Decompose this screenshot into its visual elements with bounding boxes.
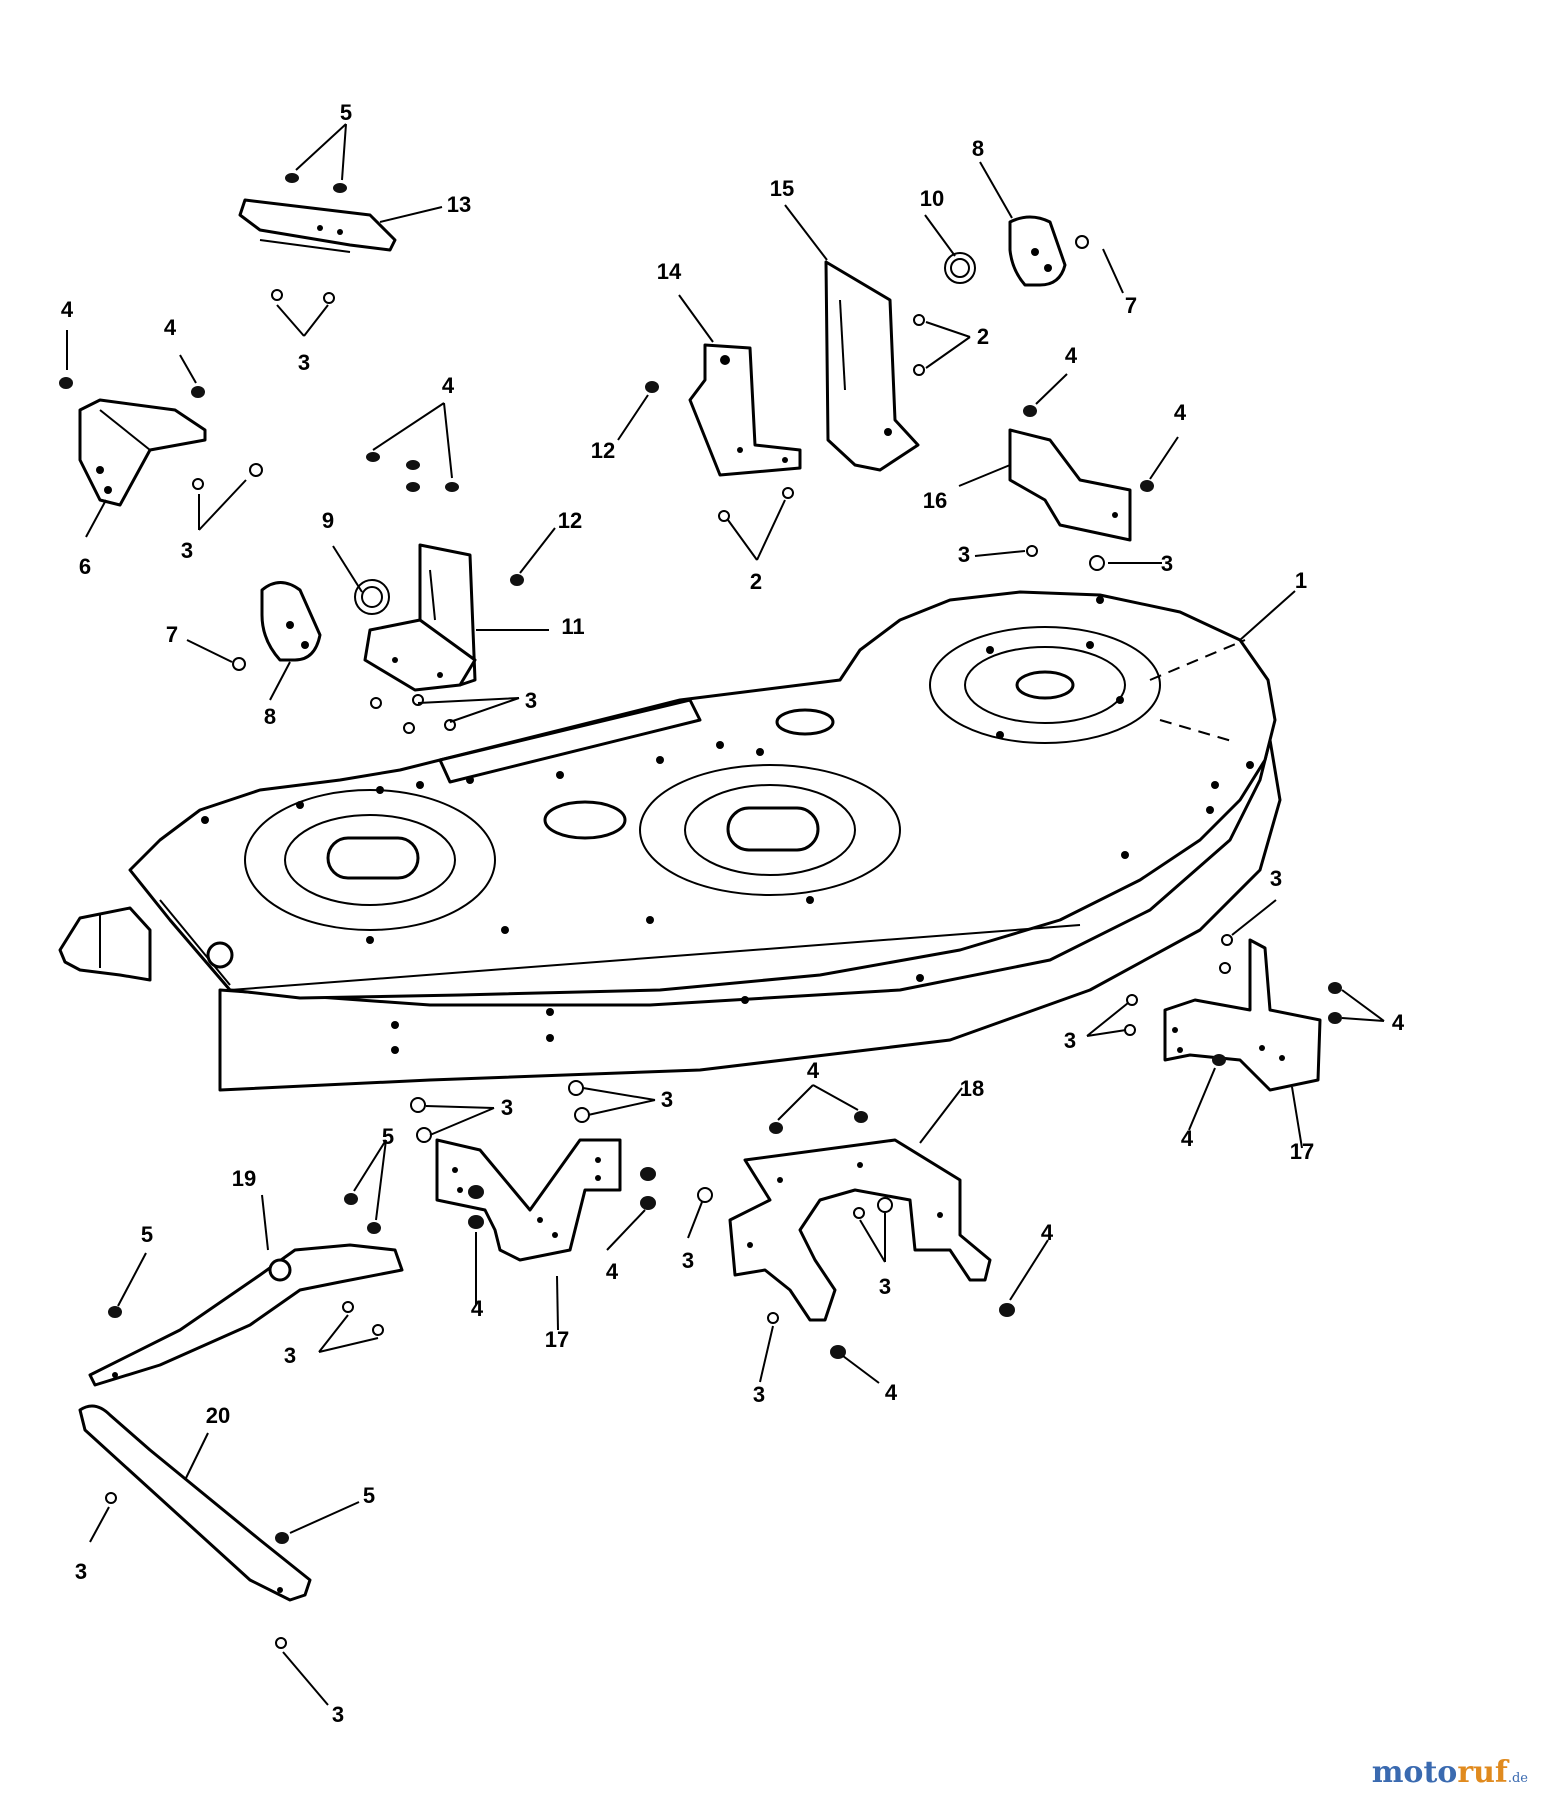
callout-20: 20 <box>206 1403 230 1428</box>
bar-20 <box>78 1404 312 1602</box>
callout-4: 4 <box>807 1058 820 1083</box>
bracket-17-center <box>435 1138 622 1262</box>
callout-4: 4 <box>164 315 177 340</box>
callout-4: 4 <box>61 297 74 322</box>
callout-3: 3 <box>1064 1028 1076 1053</box>
spring-9 <box>354 579 390 615</box>
plate-8-left <box>260 581 322 662</box>
bracket-6 <box>78 398 207 507</box>
callout-4: 4 <box>1392 1010 1405 1035</box>
callout-3: 3 <box>1161 551 1173 576</box>
callout-3: 3 <box>879 1274 891 1299</box>
callout-9: 9 <box>322 508 334 533</box>
fasteners <box>59 173 1342 1649</box>
callout-3: 3 <box>525 688 537 713</box>
callout-4: 4 <box>471 1296 484 1321</box>
bracket-17-right <box>1163 938 1322 1092</box>
bracket-13 <box>238 198 397 253</box>
callout-7: 7 <box>166 622 178 647</box>
callout-14: 14 <box>657 259 682 284</box>
bracket-16 <box>1008 428 1132 542</box>
callout-3: 3 <box>181 538 193 563</box>
callout-3: 3 <box>298 350 310 375</box>
callout-3: 3 <box>1270 866 1282 891</box>
callout-3: 3 <box>661 1087 673 1112</box>
callout-5: 5 <box>141 1222 153 1247</box>
motoruf-logo: motoruf.de <box>1371 1755 1528 1790</box>
callout-18: 18 <box>960 1076 984 1101</box>
callout-4: 4 <box>442 373 455 398</box>
spring-10 <box>944 252 976 284</box>
callout-8: 8 <box>972 136 984 161</box>
callout-8: 8 <box>264 704 276 729</box>
leader-lines <box>66 123 1385 1706</box>
bracket-18 <box>728 1138 992 1322</box>
callout-3: 3 <box>501 1095 513 1120</box>
callout-2: 2 <box>750 569 762 594</box>
callout-1: 1 <box>1295 568 1307 593</box>
callout-3: 3 <box>958 542 970 567</box>
callout-4: 4 <box>1065 343 1078 368</box>
callout-12: 12 <box>558 508 582 533</box>
callout-6: 6 <box>79 554 91 579</box>
callout-4: 4 <box>885 1380 898 1405</box>
callout-17: 17 <box>1290 1139 1314 1164</box>
callout-13: 13 <box>447 192 471 217</box>
callout-4: 4 <box>1181 1126 1194 1151</box>
callout-3: 3 <box>753 1382 765 1407</box>
callout-5: 5 <box>363 1483 375 1508</box>
callout-10: 10 <box>920 186 944 211</box>
callout-11: 11 <box>561 614 584 639</box>
callout-4: 4 <box>1041 1220 1054 1245</box>
plate-15 <box>824 260 920 472</box>
callout-5: 5 <box>382 1124 394 1149</box>
bracket-19 <box>88 1243 404 1387</box>
callout-5: 5 <box>340 100 352 125</box>
callout-17: 17 <box>545 1327 569 1352</box>
callouts: 5 13 3 4 4 4 3 6 9 12 11 7 3 8 12 14 15 … <box>61 100 1405 1727</box>
callout-16: 16 <box>923 488 947 513</box>
bracket-14 <box>688 343 802 477</box>
callout-3: 3 <box>75 1559 87 1584</box>
callout-15: 15 <box>770 176 794 201</box>
callout-3: 3 <box>332 1702 344 1727</box>
callout-12: 12 <box>591 438 615 463</box>
callout-3: 3 <box>284 1343 296 1368</box>
callout-7: 7 <box>1125 293 1137 318</box>
callout-2: 2 <box>977 324 989 349</box>
callout-19: 19 <box>232 1166 256 1191</box>
plate-8-right <box>1008 215 1067 287</box>
bracket-11 <box>363 543 477 692</box>
callout-3: 3 <box>682 1248 694 1273</box>
callout-4: 4 <box>1174 400 1187 425</box>
callout-4: 4 <box>606 1259 619 1284</box>
mower-deck-housing <box>58 590 1282 1092</box>
